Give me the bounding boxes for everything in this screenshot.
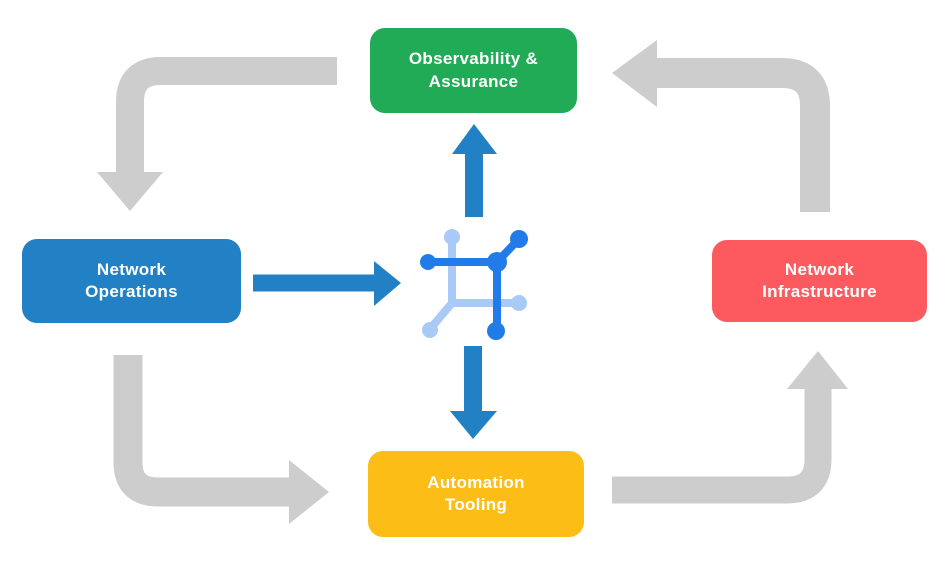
arrow-observability-to-network-operations bbox=[97, 57, 337, 211]
arrow-center-to-automation-tooling bbox=[450, 346, 497, 439]
node-label: Network Infrastructure bbox=[762, 259, 877, 301]
node-label: Automation Tooling bbox=[427, 472, 525, 514]
node-network-operations: Network Operations bbox=[22, 239, 241, 323]
node-label: Observability & Assurance bbox=[408, 49, 539, 91]
node-network-infrastructure: Network Infrastructure bbox=[712, 240, 927, 322]
arrow-automation-tooling-to-network-infrastructure bbox=[612, 351, 848, 504]
arrow-center-to-observability bbox=[452, 124, 497, 217]
arrow-network-infrastructure-to-observability bbox=[612, 40, 830, 212]
node-observability-assurance: Observability & Assurance bbox=[370, 28, 577, 113]
network-mesh-icon bbox=[420, 229, 528, 340]
arrow-network-operations-to-center bbox=[253, 261, 401, 306]
node-automation-tooling: Automation Tooling bbox=[368, 451, 584, 537]
arrow-network-operations-to-automation-tooling bbox=[113, 355, 329, 524]
node-label: Network Operations bbox=[85, 259, 178, 301]
